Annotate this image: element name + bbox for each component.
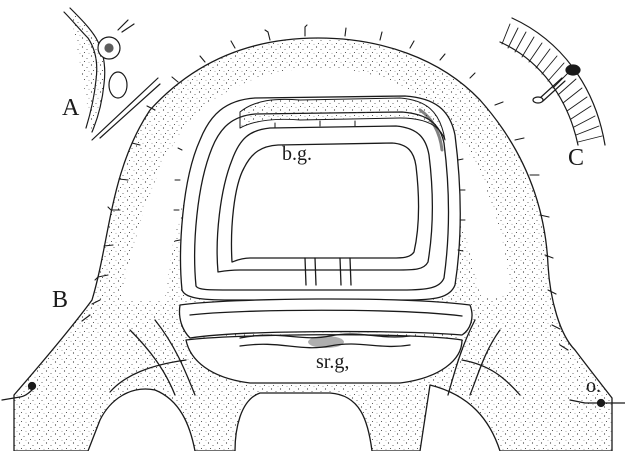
- sense-organ-left: [29, 383, 36, 390]
- label-panel-b: B: [52, 288, 68, 312]
- panel-a-oval: [109, 72, 127, 98]
- panel-c-inner-arc: [500, 42, 578, 145]
- label-panel-c: C: [568, 146, 584, 170]
- panel-c-nucleus: [566, 65, 580, 75]
- panel-c-process-tip: [533, 97, 543, 103]
- label-brain-ganglion: b.g.: [282, 144, 312, 164]
- label-sense-organ: o.: [586, 376, 601, 396]
- label-panel-a: A: [62, 96, 79, 120]
- sense-organ-right: [598, 400, 605, 407]
- panel-a-nucleus: [105, 44, 113, 52]
- panel-c-striations: [502, 24, 602, 142]
- sub-band-outer: [179, 299, 472, 338]
- srg-dark-spot: [308, 336, 344, 348]
- panel-a-tip: [118, 20, 134, 32]
- label-subesophageal-ganglion: sr.g,: [316, 352, 349, 372]
- panel-c-drawing: [500, 18, 605, 145]
- panel-c-process: [540, 78, 565, 101]
